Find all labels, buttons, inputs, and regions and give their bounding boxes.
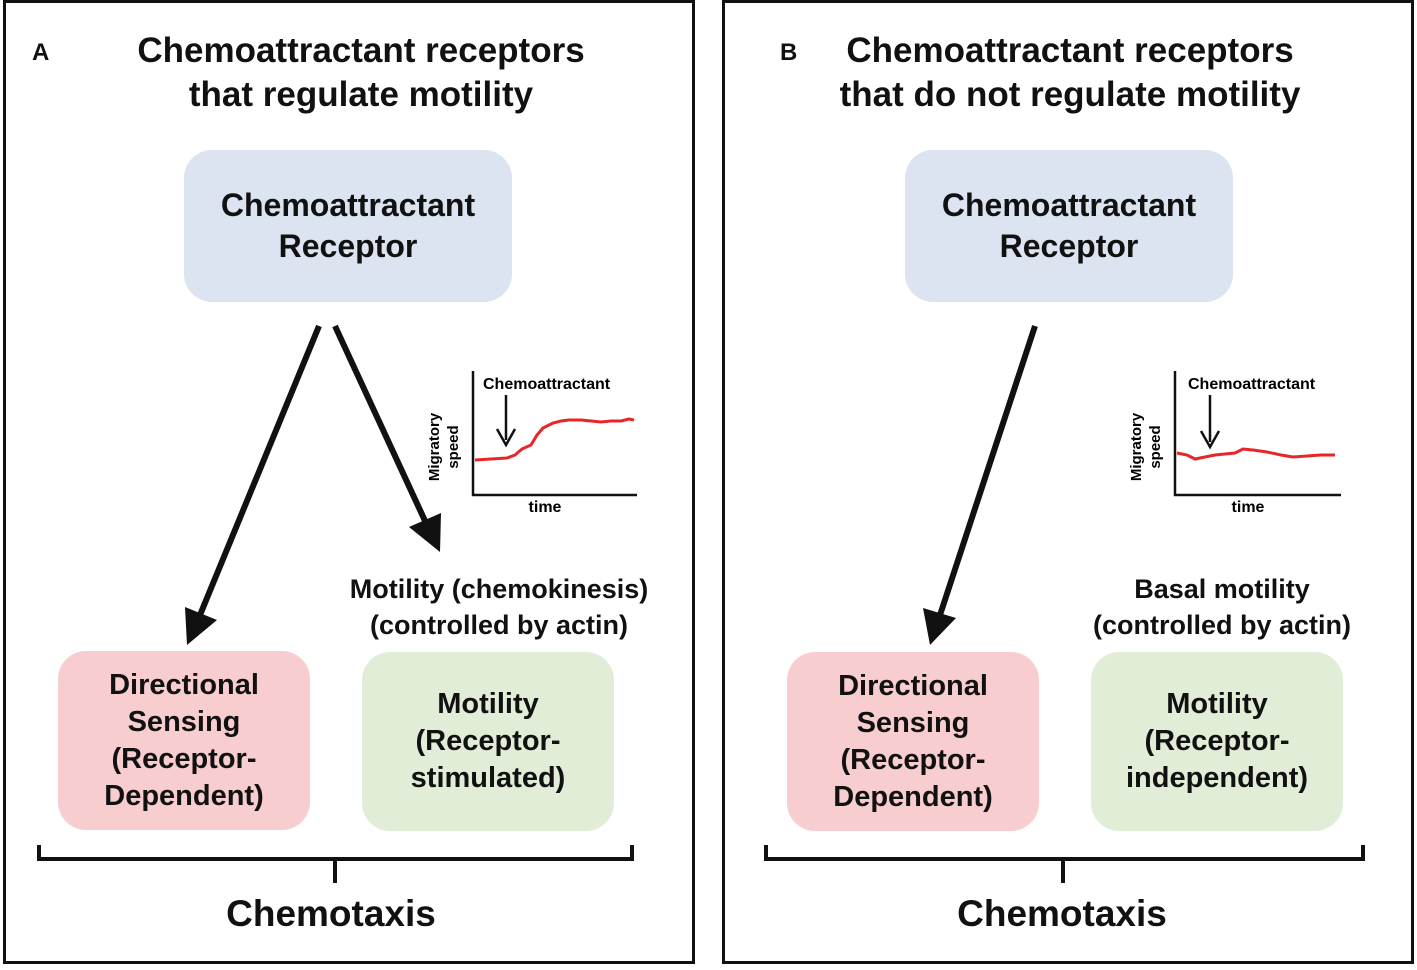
sensing-line-1: Directional xyxy=(109,668,259,701)
arrow-to-directional-sensing xyxy=(937,325,1038,616)
arrow-to-motility xyxy=(332,324,429,525)
chemoattractant-arrowhead xyxy=(495,428,517,448)
motility-line-1: Motility xyxy=(437,688,539,720)
chemotaxis-bracket xyxy=(37,845,634,883)
chemoattractant-receptor-box: Chemoattractant Receptor xyxy=(184,150,512,302)
chemotaxis-label: Chemotaxis xyxy=(226,893,436,934)
chemoattractant-annotation: Chemoattractant xyxy=(1188,376,1316,393)
panel-a-arrows-and-bracket xyxy=(37,324,634,883)
speed-trace xyxy=(1176,447,1335,461)
receptor-label-line-2: Receptor xyxy=(999,228,1139,264)
sensing-line-4: Dependent) xyxy=(833,780,993,813)
motility-line-2: (Receptor- xyxy=(1144,725,1290,757)
panel-title: Chemoattractant receptors that do not re… xyxy=(780,29,1360,117)
sensing-line-4: Dependent) xyxy=(104,779,264,812)
panel-b-arrows-and-bracket xyxy=(764,325,1365,883)
migratory-speed-inset-chart: Chemoattractant Migratory speed time xyxy=(1128,371,1341,515)
receptor-label-line-1: Chemoattractant xyxy=(220,187,476,223)
migratory-speed-inset-chart: Chemoattractant Migratory speed time xyxy=(426,371,637,515)
motility-box: Motility (Receptor- independent) xyxy=(1091,652,1343,831)
title-line-2: that regulate motility xyxy=(188,75,534,114)
motility-caption-line-1: Motility (chemokinesis) xyxy=(349,574,649,604)
arrowhead-motility xyxy=(409,513,441,552)
chemotaxis-label: Chemotaxis xyxy=(957,893,1167,934)
motility-line-3: stimulated) xyxy=(410,762,566,794)
title-line-1: Chemoattractant receptors xyxy=(137,31,585,70)
speed-trace xyxy=(474,417,635,462)
y-axis-label-line-2: speed xyxy=(445,425,462,468)
title-line-2: that do not regulate motility xyxy=(839,75,1301,114)
directional-sensing-box: Directional Sensing (Receptor- Dependent… xyxy=(58,651,310,830)
sensing-line-2: Sensing xyxy=(127,705,241,738)
motility-caption-line-1: Basal motility xyxy=(1134,574,1310,604)
motility-caption-line-2: (controlled by actin) xyxy=(1092,610,1352,640)
panel-letter: A xyxy=(32,39,50,66)
panel-letter: B xyxy=(780,39,798,66)
chemoattractant-receptor-box: Chemoattractant Receptor xyxy=(905,150,1233,302)
panel-a: A Chemoattractant receptors that regulat… xyxy=(3,0,695,964)
motility-caption-line-2: (controlled by actin) xyxy=(369,610,629,640)
receptor-label-line-2: Receptor xyxy=(278,228,418,264)
y-axis-label-line-1: Migratory xyxy=(426,412,443,481)
sensing-line-2: Sensing xyxy=(856,706,970,739)
motility-caption: Basal motility (controlled by actin) xyxy=(1037,571,1407,643)
motility-line-1: Motility xyxy=(1166,688,1268,720)
inset-axes xyxy=(1173,371,1341,497)
motility-line-2: (Receptor- xyxy=(415,725,561,757)
sensing-line-1: Directional xyxy=(838,669,988,702)
title-line-1: Chemoattractant receptors xyxy=(846,31,1294,70)
receptor-label-line-1: Chemoattractant xyxy=(941,187,1197,223)
panel-title: Chemoattractant receptors that regulate … xyxy=(66,29,656,117)
inset-axes xyxy=(471,371,637,497)
y-axis-label-line-1: Migratory xyxy=(1128,412,1145,481)
x-axis-label: time xyxy=(1232,499,1265,515)
arrowhead-directional-sensing xyxy=(923,608,956,645)
chemotaxis-bracket xyxy=(764,845,1365,883)
arrow-to-directional-sensing xyxy=(197,324,322,617)
panel-b: B Chemoattractant receptors that do not … xyxy=(722,0,1414,964)
chemoattractant-annotation: Chemoattractant xyxy=(483,376,611,393)
directional-sensing-box: Directional Sensing (Receptor- Dependent… xyxy=(787,652,1039,831)
y-axis-label-line-2: speed xyxy=(1147,425,1164,468)
sensing-line-3: (Receptor- xyxy=(111,742,257,775)
chemoattractant-arrowhead xyxy=(1199,430,1221,450)
motility-box: Motility (Receptor- stimulated) xyxy=(362,652,614,831)
x-axis-label: time xyxy=(529,499,562,515)
arrowhead-directional-sensing xyxy=(185,607,217,645)
motility-caption: Motility (chemokinesis) (controlled by a… xyxy=(306,571,692,643)
motility-line-3: independent) xyxy=(1125,762,1309,794)
sensing-line-3: (Receptor- xyxy=(840,743,986,776)
